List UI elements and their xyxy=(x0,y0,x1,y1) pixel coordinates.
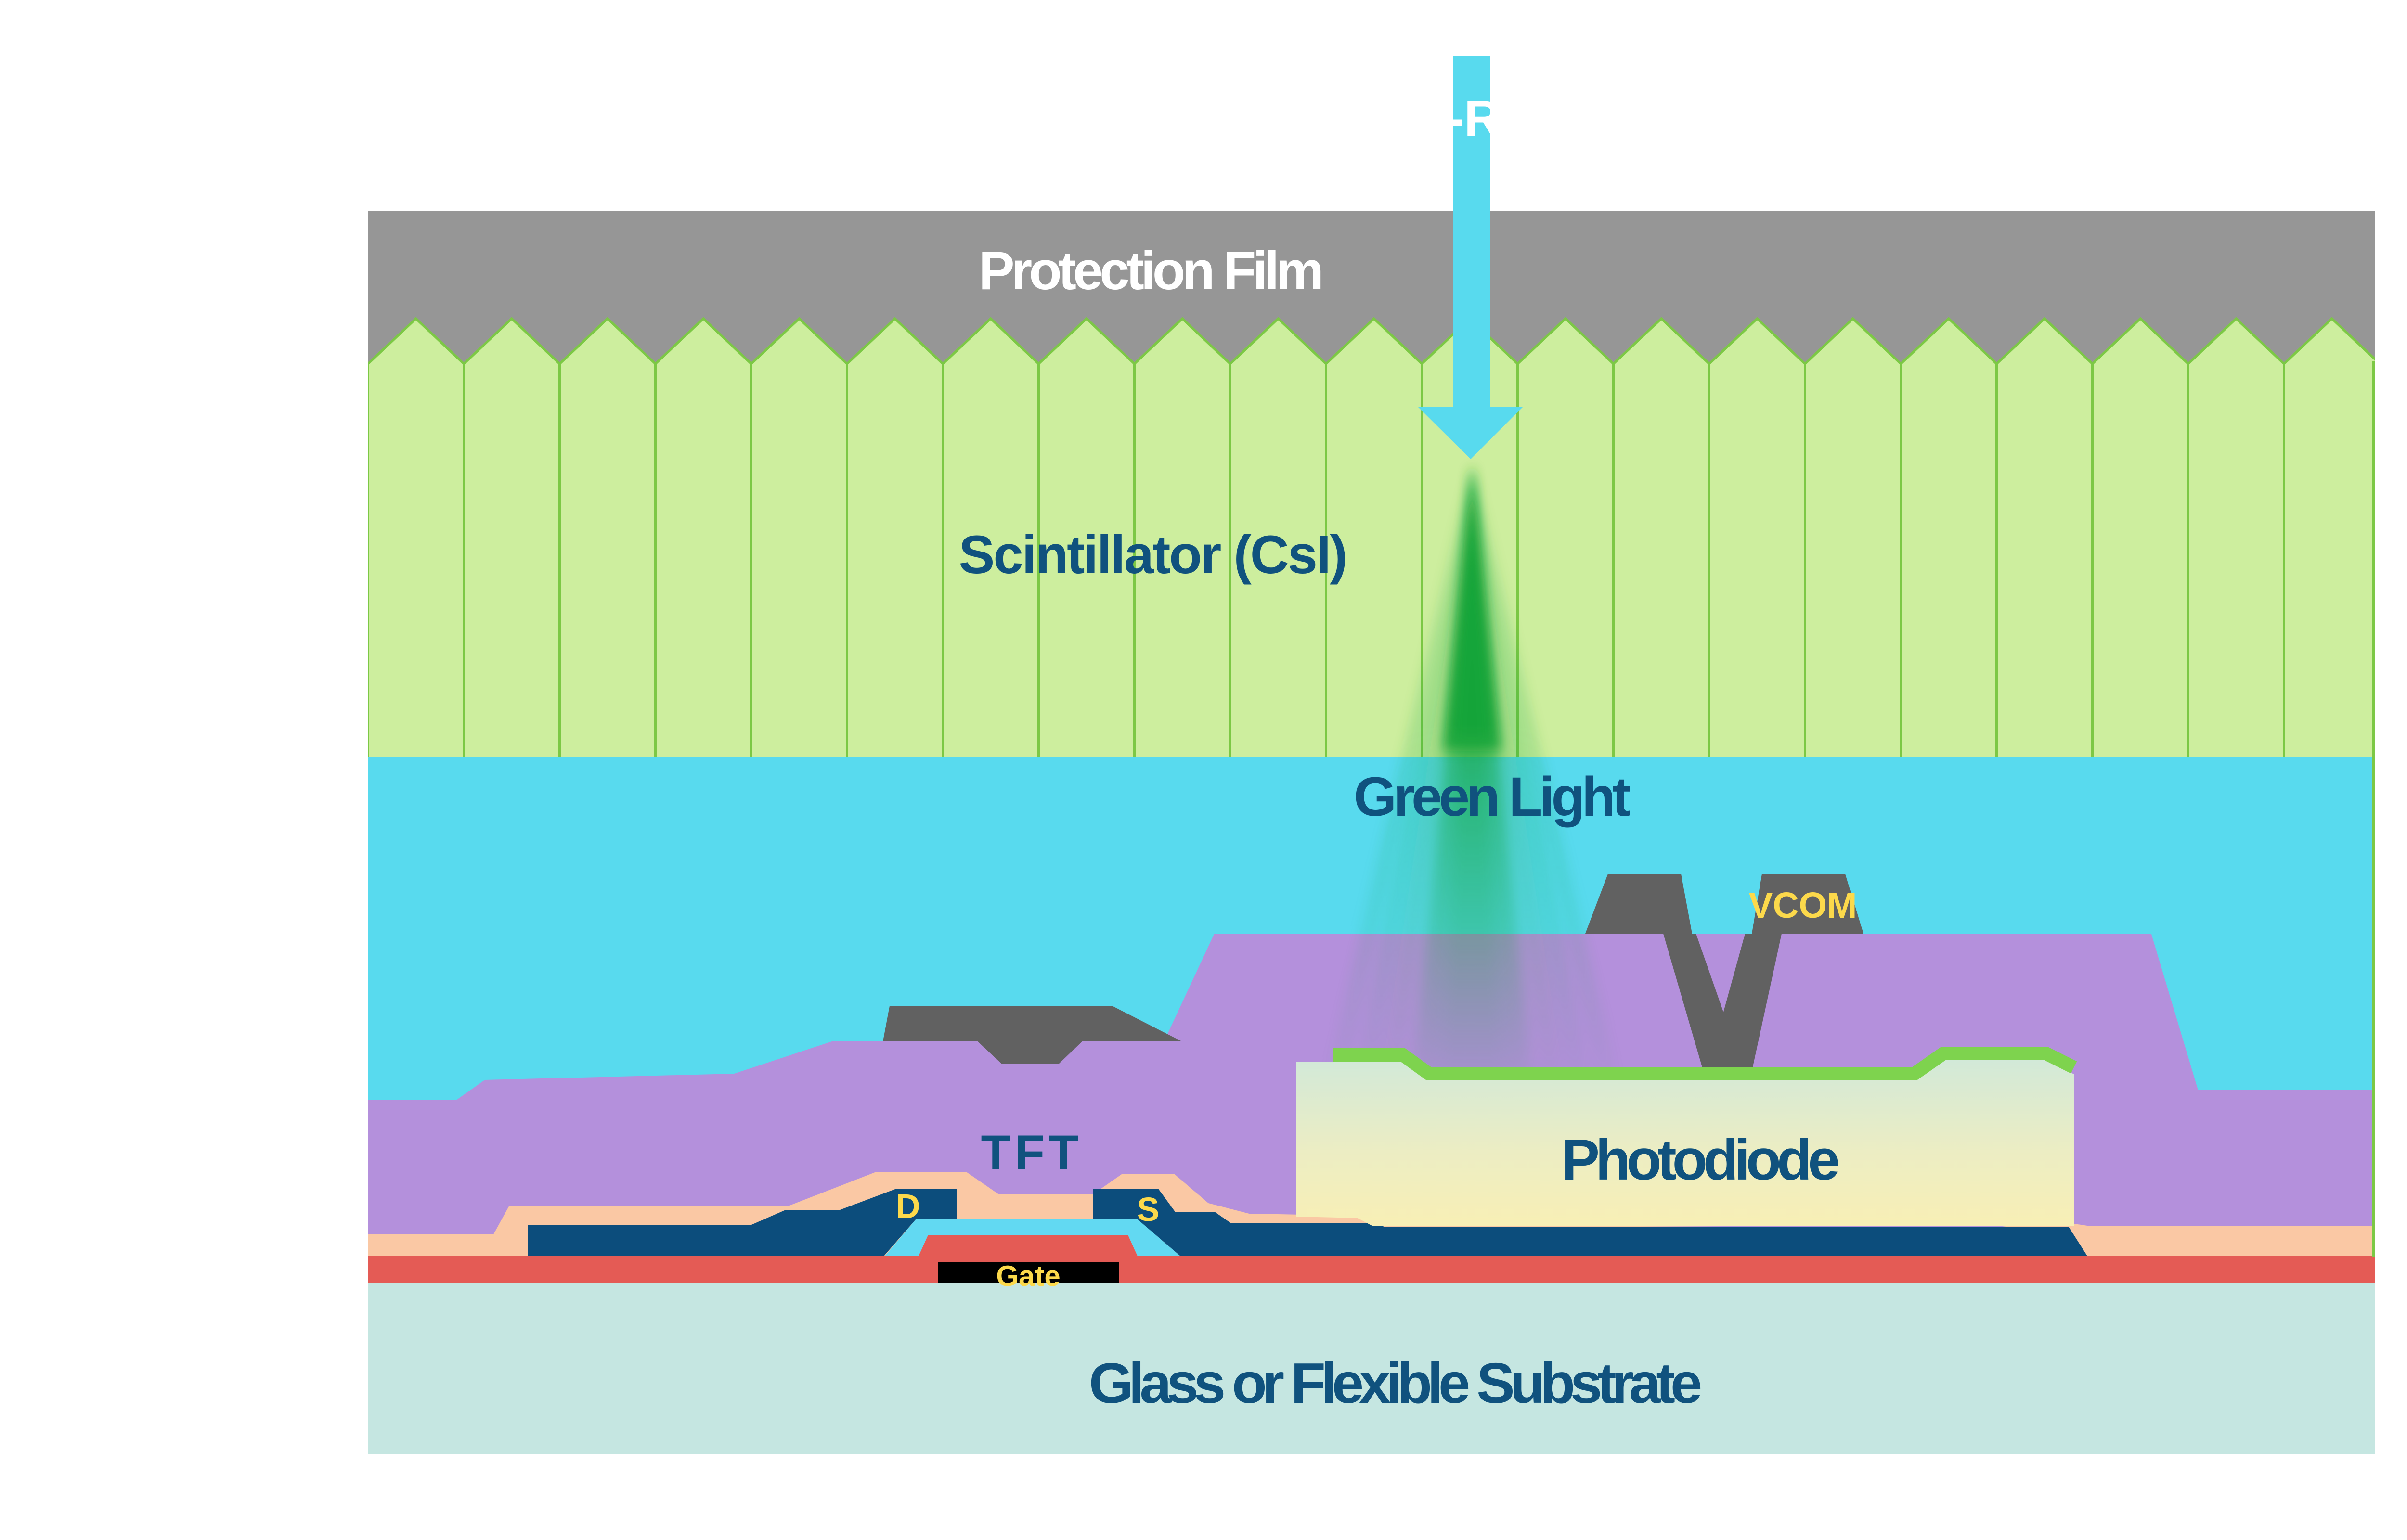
svg-text:Green Light: Green Light xyxy=(1354,766,1630,828)
svg-text:D: D xyxy=(895,1188,920,1226)
svg-text:Protection Film: Protection Film xyxy=(979,241,1321,301)
svg-text:X-Ray: X-Ray xyxy=(1413,90,1557,147)
svg-text:VCOM: VCOM xyxy=(1749,885,1857,925)
svg-text:S: S xyxy=(1137,1191,1160,1228)
svg-text:Scintillator (CsI): Scintillator (CsI) xyxy=(959,525,1346,585)
svg-text:Gate: Gate xyxy=(996,1260,1060,1292)
svg-text:Glass or Flexible Substrate: Glass or Flexible Substrate xyxy=(1089,1351,1701,1415)
svg-text:TFT: TFT xyxy=(981,1125,1083,1180)
svg-text:Photodiode: Photodiode xyxy=(1561,1128,1838,1192)
